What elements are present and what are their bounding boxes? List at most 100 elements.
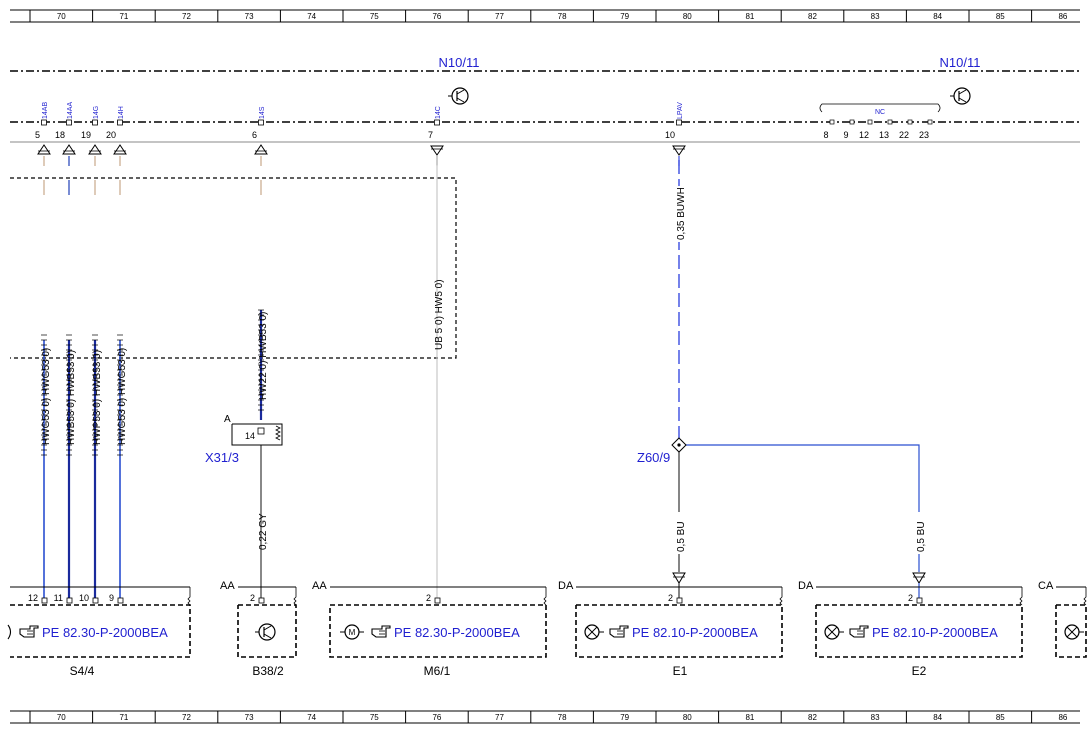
ruler-column-label: 72	[182, 12, 191, 21]
pin-arrow-up-icon	[113, 144, 127, 155]
ruler-column-label: 80	[683, 12, 692, 21]
ruler-column-label: 75	[370, 713, 379, 722]
connector-arrow-icon	[912, 572, 926, 584]
nc-pin-number: 23	[919, 130, 929, 140]
ruler-column-label: 70	[57, 713, 66, 722]
nc-pin-group: NC 8 9 12 13 22 23	[819, 103, 941, 140]
control-unit-label-left: N10/11	[439, 55, 480, 70]
pin-number: 10	[79, 593, 89, 603]
ruler-column-label: 75	[370, 12, 379, 21]
section-label: DA	[558, 580, 574, 592]
ruler-column-label: 71	[119, 12, 128, 21]
ruler-column-label: 86	[1058, 12, 1067, 21]
nc-label: NC	[875, 109, 885, 116]
shielding-dashed-box	[10, 177, 457, 359]
component-s4-4: 12 11 10 9 PE 82.30-P-2000BEA S4/4	[7, 586, 191, 678]
wire-label: 0,5 BU	[676, 521, 687, 552]
connector-label: X31/3	[205, 450, 239, 465]
wire-label: HWP53 0) HWB53 0)	[92, 350, 103, 445]
pin-arrow-down-icon	[672, 145, 686, 156]
pointing-hand-icon	[19, 625, 39, 638]
ruler-column-label: 82	[808, 12, 817, 21]
pin-number: 6	[252, 130, 257, 140]
pin-number: 2	[426, 593, 431, 603]
ruler-column-label: 86	[1058, 713, 1067, 722]
reference-link[interactable]: PE 82.10-P-2000BEA	[632, 625, 758, 640]
nc-pin-number: 12	[859, 130, 869, 140]
transistor-icon	[950, 87, 971, 105]
ruler-column-label: 84	[933, 12, 942, 21]
pin-arrow-up-icon	[37, 144, 51, 155]
ruler-column-label: 70	[57, 12, 66, 21]
pin-number: 7	[428, 130, 433, 140]
reference-link[interactable]: PE 82.30-P-2000BEA	[42, 625, 168, 640]
pin-arrow-up-icon	[62, 144, 76, 155]
nc-pin-number: 22	[899, 130, 909, 140]
pin-code: 14C	[435, 106, 442, 119]
section-label: AA	[220, 580, 235, 592]
pointing-hand-icon	[371, 625, 391, 638]
pin-code: 14S	[259, 106, 266, 119]
wire-label: HWG53 0) HWG53 0)	[117, 348, 128, 445]
nc-pin-number: 9	[843, 130, 848, 140]
component-name: M6/1	[424, 664, 451, 678]
section-label: CA	[1038, 580, 1054, 592]
connector-arrow-icon	[672, 572, 686, 584]
ruler-column-label: 77	[495, 713, 504, 722]
connector-pin-14s: 14S 6	[252, 106, 268, 166]
wire-label: HW22 0) HWB53 0)	[258, 312, 269, 400]
ruler-column-label: 74	[307, 713, 316, 722]
ruler-column-label: 85	[996, 12, 1005, 21]
pin-number: 11	[54, 593, 63, 603]
ruler-column-label: 71	[119, 713, 128, 722]
reference-link[interactable]: PE 82.10-P-2000BEA	[872, 625, 998, 640]
ruler-column-label: 78	[558, 12, 567, 21]
transistor-icon	[255, 623, 276, 641]
ruler-column-label: 72	[182, 713, 191, 722]
lamp-icon	[1064, 624, 1084, 640]
lamp-icon	[824, 624, 844, 640]
wire-lpav	[678, 160, 920, 572]
motor-glyph: M	[349, 628, 356, 637]
wire-label: HWG53 0) HWG53 0)	[41, 348, 52, 445]
pin-code: 14AA	[67, 102, 74, 119]
pin-number: 12	[28, 593, 38, 603]
pin-number: 9	[109, 593, 114, 603]
connector-letter: A	[224, 414, 231, 425]
pin-number: 18	[55, 130, 65, 140]
connector-pin-14aa: 14AA 18	[55, 102, 76, 166]
wire-label: UB 5 0) HW5 0)	[434, 279, 445, 350]
ruler-column-label: 80	[683, 713, 692, 722]
component-ca: CA	[1038, 580, 1087, 658]
transistor-icon	[448, 87, 469, 105]
nc-pin-number: 13	[879, 130, 889, 140]
lamp-icon	[584, 624, 604, 640]
pin-number: 2	[908, 593, 913, 603]
connector-pin: 14	[245, 431, 255, 441]
ruler-column-label: 83	[871, 713, 880, 722]
component-name: S4/4	[70, 664, 95, 678]
connector-x31-3: A 14 X31/3	[205, 414, 283, 465]
component-name: E2	[912, 664, 927, 678]
reference-link[interactable]: PE 82.30-P-2000BEA	[394, 625, 520, 640]
ruler-column-label: 78	[558, 713, 567, 722]
pin-number: 5	[35, 130, 40, 140]
ruler-column-label: 76	[432, 713, 441, 722]
component-name: B38/2	[252, 664, 284, 678]
ruler-column-label: 83	[871, 12, 880, 21]
component-name: E1	[673, 664, 688, 678]
component-e1: DA 2 PE 82.10-P-2000BEA E1	[558, 580, 783, 678]
ruler-column-label: 73	[245, 12, 254, 21]
pin-number: 2	[668, 593, 673, 603]
wire-b38-2	[258, 180, 264, 598]
ruler-column-label: 85	[996, 713, 1005, 722]
pin-number: 19	[81, 130, 91, 140]
nc-pin-number: 8	[823, 130, 828, 140]
